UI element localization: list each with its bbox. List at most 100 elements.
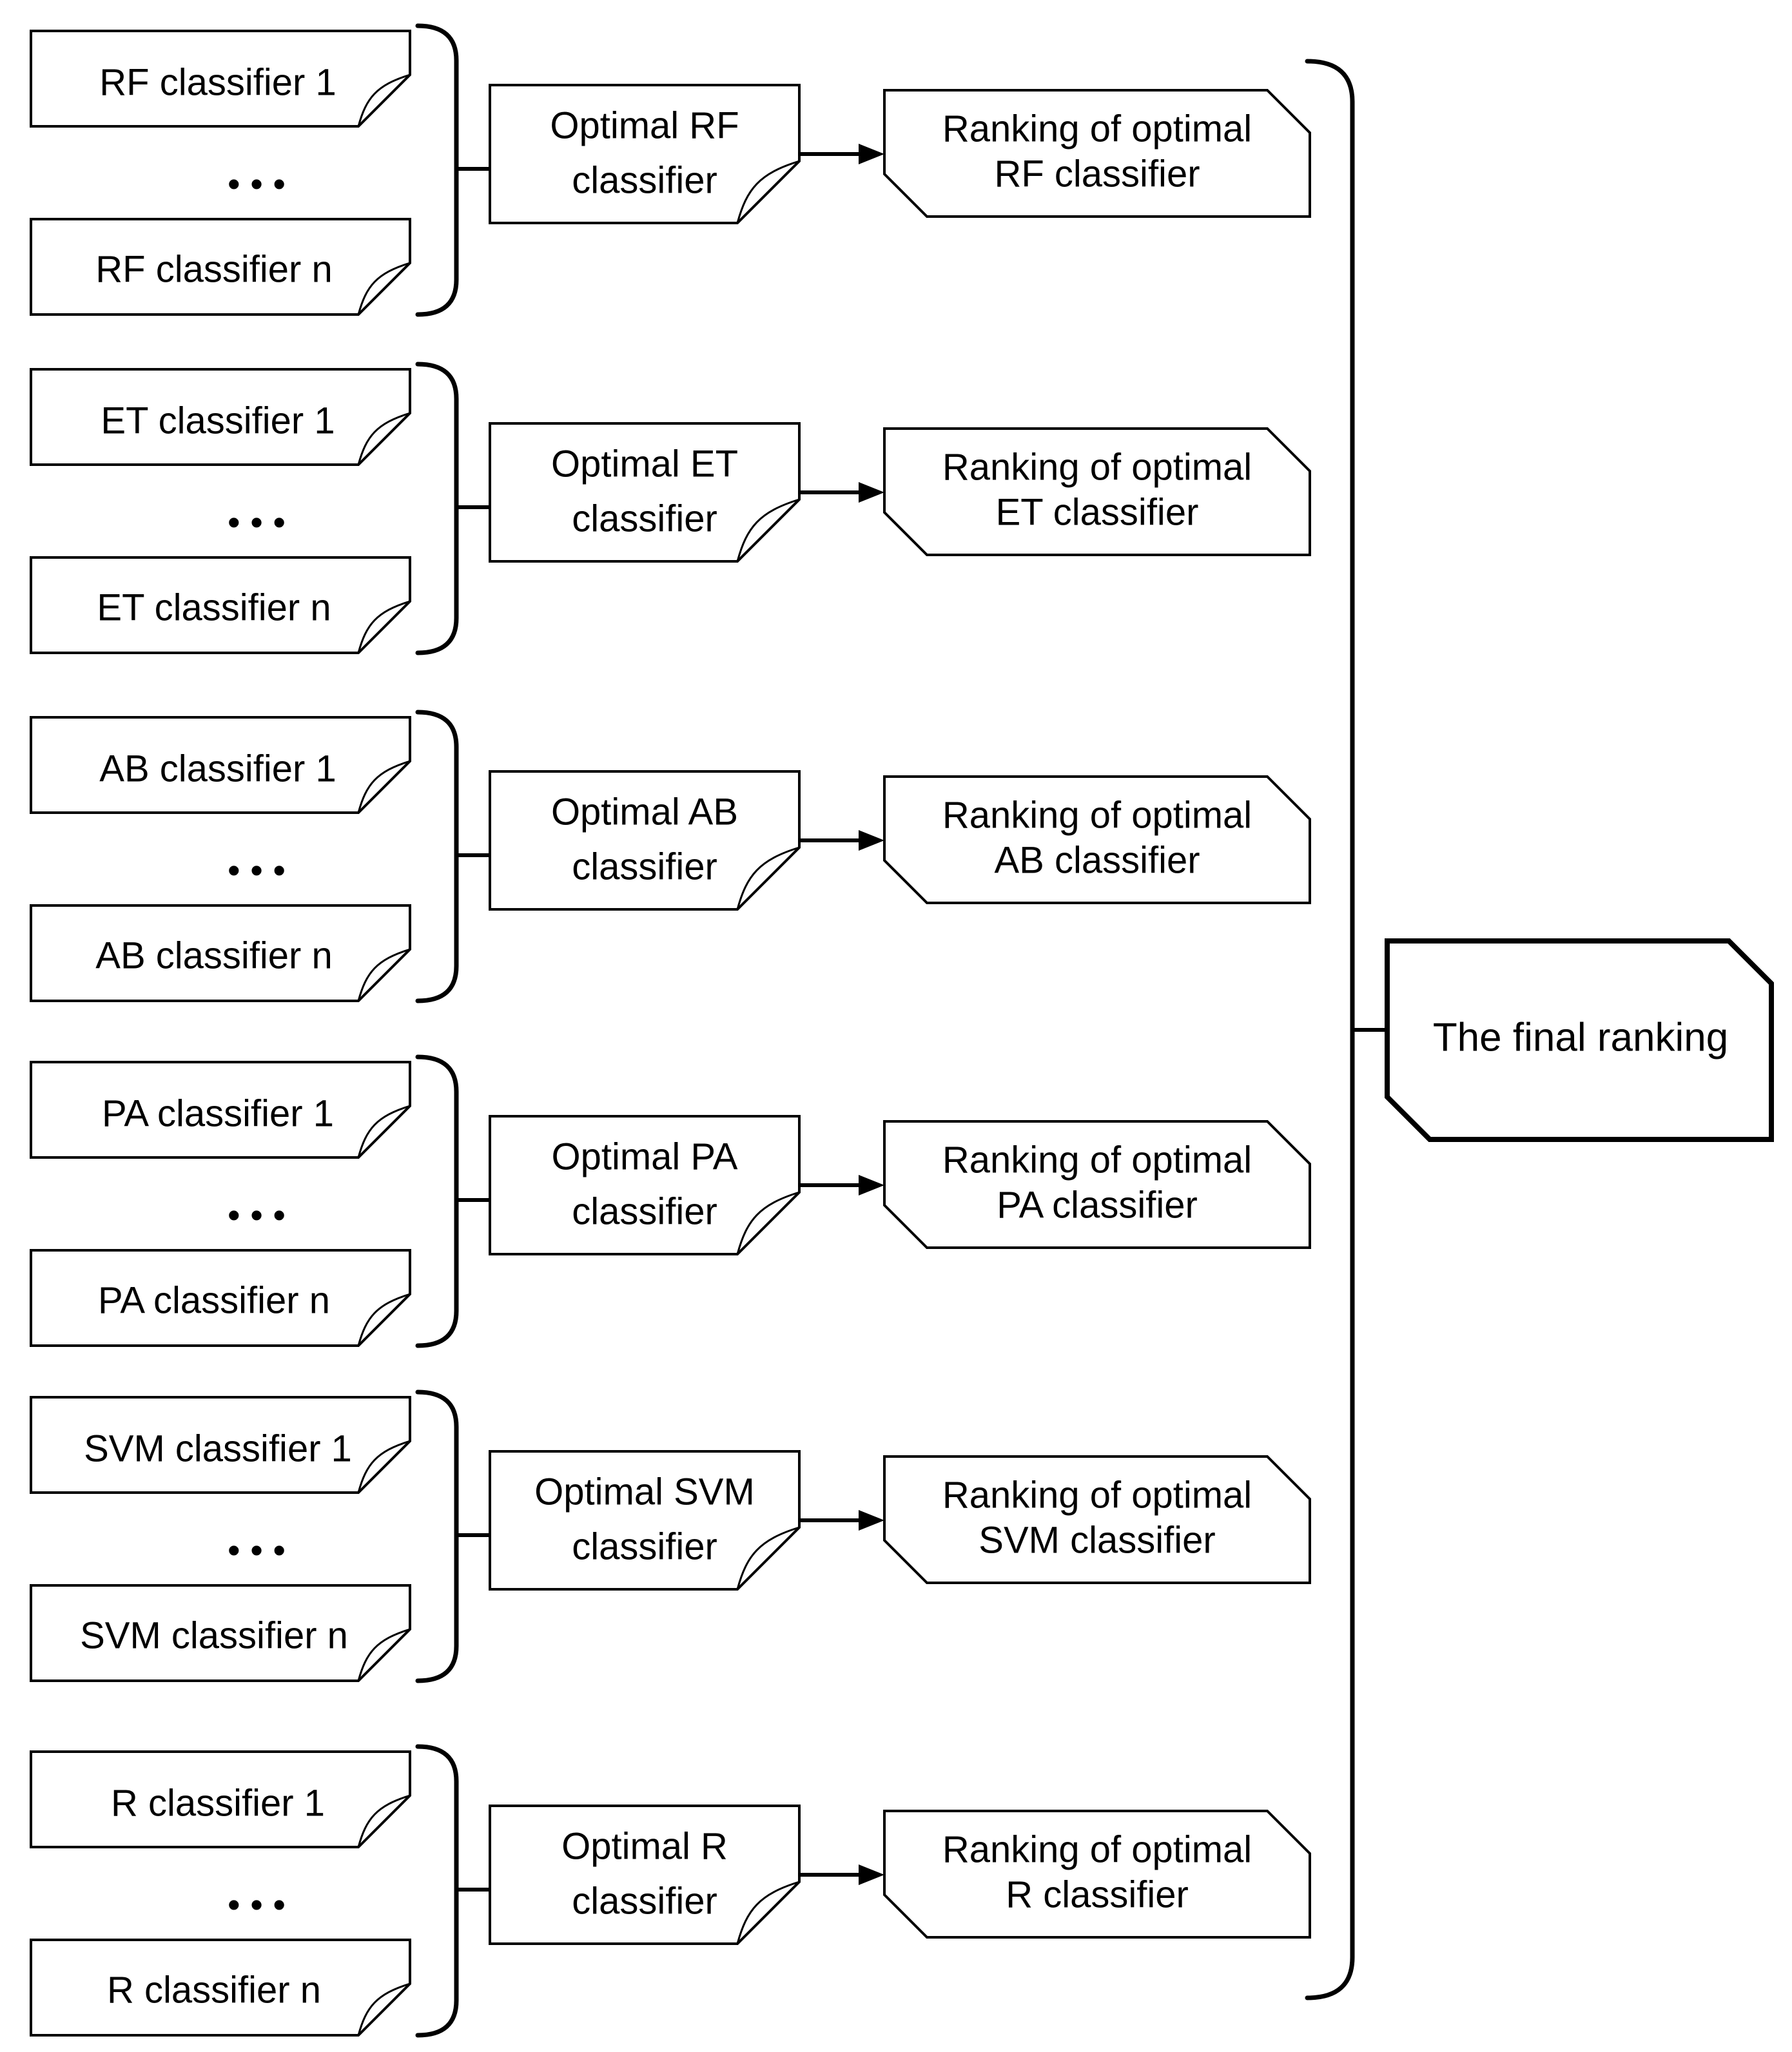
optimal-box xyxy=(489,1805,801,1945)
final-ranking-label: The final ranking xyxy=(1433,1016,1728,1060)
optimal-box xyxy=(489,1450,801,1591)
classifier-n-box-fold xyxy=(357,600,411,653)
group-ab: AB classifier 1• • •AB classifier nOptim… xyxy=(30,710,1311,1003)
ranking-label-line-1: Ranking of optimal xyxy=(942,447,1252,489)
optimal-box xyxy=(489,422,801,563)
ellipsis: • • • xyxy=(228,1530,286,1571)
classifier-1-box-fold xyxy=(357,1440,411,1493)
classifier-1-label: R classifier 1 xyxy=(111,1783,325,1825)
optimal-box-fold xyxy=(736,1526,800,1590)
ranking-label-line-1: Ranking of optimal xyxy=(942,1139,1252,1181)
classifier-1-label: PA classifier 1 xyxy=(102,1093,334,1135)
classifier-n-box xyxy=(30,904,411,1002)
ranking-label-line-1: Ranking of optimal xyxy=(942,108,1252,150)
optimal-label-line-2: classifier xyxy=(572,1191,717,1233)
classifier-n-box xyxy=(30,1249,411,1347)
classifier-n-box-fold xyxy=(357,1293,411,1346)
optimal-label-line-1: Optimal SVM xyxy=(534,1471,755,1513)
group-brace xyxy=(415,23,459,317)
group-brace xyxy=(415,1744,459,2038)
classifier-1-label: SVM classifier 1 xyxy=(84,1428,352,1470)
ranking-box xyxy=(883,775,1311,904)
optimal-box xyxy=(489,770,801,911)
optimal-label-line-2: classifier xyxy=(572,1881,717,1922)
classifier-1-box xyxy=(30,368,411,466)
arrow-head xyxy=(859,1864,884,1885)
ranking-label-line-2: ET classifier xyxy=(996,492,1199,534)
classifier-n-label: ET classifier n xyxy=(97,587,331,629)
ellipsis: • • • xyxy=(228,164,286,204)
ranking-label-line-1: Ranking of optimal xyxy=(942,1829,1252,1871)
classifier-n-box xyxy=(30,218,411,316)
optimal-label-line-1: Optimal PA xyxy=(551,1136,737,1178)
classifier-1-box-fold xyxy=(357,1794,411,1848)
ellipsis: • • • xyxy=(228,850,286,891)
classifier-1-box xyxy=(30,30,411,128)
arrow-head xyxy=(859,482,884,503)
ranking-label-line-2: AB classifier xyxy=(994,840,1200,882)
ranking-box xyxy=(883,1120,1311,1249)
classifier-n-label: PA classifier n xyxy=(98,1280,330,1322)
optimal-label-line-1: Optimal RF xyxy=(550,105,739,147)
classifier-1-box xyxy=(30,1061,411,1159)
ellipsis: • • • xyxy=(228,1195,286,1235)
optimal-box-fold xyxy=(736,160,800,224)
group-brace xyxy=(415,362,459,655)
group-et: ET classifier 1 • • • ET classifier n Optim… xyxy=(30,362,1311,655)
group-brace xyxy=(415,710,459,1003)
classifier-n-label: R classifier n xyxy=(107,1970,321,2011)
ranking-label-line-1: Ranking of optimal xyxy=(942,795,1252,837)
classifier-n-box xyxy=(30,1584,411,1682)
ranking-label-line-2: R classifier xyxy=(1006,1874,1189,1916)
optimal-label-line-2: classifier xyxy=(572,498,717,540)
classifier-n-label: RF classifier n xyxy=(95,249,332,291)
classifier-n-box-fold xyxy=(357,1982,411,2036)
classifier-n-box-fold xyxy=(357,948,411,1002)
arrow-head xyxy=(859,1510,884,1531)
ranking-label-line-1: Ranking of optimal xyxy=(942,1475,1252,1516)
optimal-label-line-1: Optimal R xyxy=(561,1826,728,1868)
optimal-box-fold xyxy=(736,846,800,910)
ranking-label-line-2: RF classifier xyxy=(994,153,1200,195)
optimal-box-fold xyxy=(736,1191,800,1255)
classifier-n-label: SVM classifier n xyxy=(80,1615,348,1657)
optimal-box xyxy=(489,1115,801,1255)
optimal-label-line-2: classifier xyxy=(572,846,717,888)
final-ranking-box xyxy=(1385,938,1774,1142)
optimal-label-line-2: classifier xyxy=(572,1526,717,1568)
optimal-label-line-1: Optimal ET xyxy=(551,443,738,485)
classifier-1-label: RF classifier 1 xyxy=(99,62,336,104)
classifier-1-box-fold xyxy=(357,1105,411,1158)
group-r: R classifier 1 • • • R classifier n Optimal… xyxy=(30,1744,1311,2038)
ranking-box xyxy=(883,1810,1311,1939)
classifier-1-box-fold xyxy=(357,73,411,127)
classifier-n-box-fold xyxy=(357,1628,411,1681)
final-brace xyxy=(1305,59,1355,2000)
classifier-1-box-fold xyxy=(357,412,411,465)
classifier-n-box-fold xyxy=(357,262,411,315)
classifier-n-box xyxy=(30,1939,411,2037)
classifier-1-box xyxy=(30,1750,411,1848)
classifier-n-box xyxy=(30,556,411,654)
ellipsis: • • • xyxy=(228,1884,286,1925)
group-rf: RF classifier 1 • • • RF classifier n Optim… xyxy=(30,23,1311,317)
classifier-1-label: AB classifier 1 xyxy=(99,748,336,790)
classifier-n-label: AB classifier n xyxy=(95,935,332,977)
ranking-box xyxy=(883,89,1311,218)
classifier-1-label: ET classifier 1 xyxy=(101,400,335,442)
group-svm: SVM classifier 1 • • • SVM classifier n Opt… xyxy=(30,1389,1311,1683)
classifier-1-box xyxy=(30,1396,411,1494)
optimal-label-line-2: classifier xyxy=(572,160,717,202)
classifier-1-box-fold xyxy=(357,760,411,813)
group-pa: PA classifier 1 • • • PA classifier n Optim… xyxy=(30,1054,1311,1348)
classifier-1-box xyxy=(30,716,411,814)
ranking-box xyxy=(883,1455,1311,1584)
ranking-box xyxy=(883,427,1311,556)
group-brace xyxy=(415,1389,459,1683)
optimal-box-fold xyxy=(736,1881,800,1944)
ellipsis: • • • xyxy=(228,502,286,543)
optimal-box-fold xyxy=(736,498,800,562)
ranking-label-line-2: PA classifier xyxy=(997,1185,1198,1226)
ranking-label-line-2: SVM classifier xyxy=(979,1520,1215,1562)
